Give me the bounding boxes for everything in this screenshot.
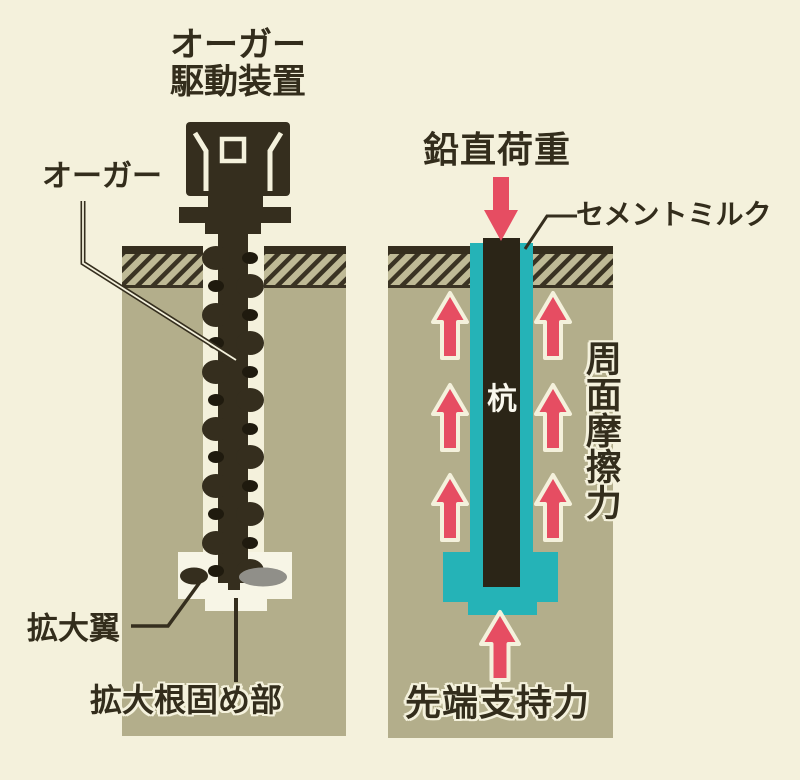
cement-leader-line [523,214,577,250]
machine-title-line1: オーガー [170,26,306,64]
hatch-bottom-line [533,285,613,288]
expansion-wing-left [180,567,208,585]
machine-neck [208,194,263,208]
ground-surface-line [122,246,203,254]
ground-hatch [264,254,346,285]
ground-hatch [388,254,470,285]
expansion-wing-right [239,567,287,587]
up-arrow-icon [534,473,572,542]
root-consolidation-label: 拡大根固め部 [90,682,283,718]
machine-window [219,136,247,164]
ground-surface-line [388,246,470,254]
tip-support-label: 先端支持力 [405,682,591,723]
pile-label: 杭 [487,383,517,416]
machine-left-slit [192,131,209,191]
down-arrow-icon [484,177,518,241]
machine-title-line2: 駆動装置 [170,62,306,101]
up-arrow-icon [431,473,469,542]
auger-label: オーガー [42,160,162,193]
ground-surface-line [264,246,346,254]
hatch-bottom-line [264,285,346,288]
cement-milk-label: セメントミルク [576,199,772,230]
auger-drive-machine [179,122,291,234]
machine-flange [179,207,291,223]
wing-leader-line [131,580,202,628]
auger-screw [202,222,264,590]
expansion-wing-label: 拡大翼 [27,611,120,646]
friction-arrows [431,291,572,542]
hatch-bottom-line [388,285,470,288]
auger-tip [228,583,240,590]
up-arrow-icon [431,291,469,360]
pile-shaft [483,238,520,587]
ground-hatch [122,254,203,285]
ground-hatch [533,254,613,285]
up-arrow-icon [534,383,572,452]
leader-lines-left [80,201,238,682]
tip-support-up-arrow-icon [479,610,521,682]
up-arrow-icon [431,383,469,452]
machine-right-slit [267,131,284,191]
auger-leader-line-core [82,201,237,361]
up-arrow-icon [534,291,572,360]
machine-title: オーガー 駆動装置 [140,27,336,100]
hatch-bottom-line [122,285,203,288]
ground-surface-line [533,246,613,254]
vertical-load-label: 鉛直荷重 [423,129,572,170]
friction-label: 周面摩擦力 [580,340,622,520]
